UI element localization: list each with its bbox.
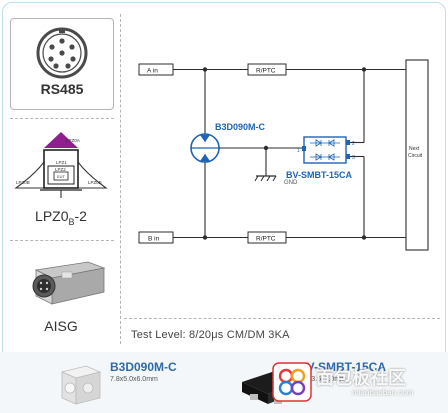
next-circuit-block [405,59,429,251]
tvs-part-label: BV-SMBT-15CA [286,170,353,180]
aisg-card: AISG [10,248,112,340]
parts-strip: B3D090M-C 7.8x5.0x6.0mm BV-SMBT-15CA 5.4… [0,352,448,413]
lpz-card: LPZ0A LPZ0B LPZ1 LPZ2 EUT LPZ0B LPZ0B LP… [10,122,112,232]
tvs-pin-1: 1 [297,148,300,154]
tvs-diode-array [303,136,347,164]
tvs-part-name: BV-SMBT-15CA [298,360,387,374]
lpz-title-sub: B [68,216,75,227]
protection-circuit: A in R/PTC B in R/PTC B3D090M-C GND [138,59,429,251]
lpz-title-base: LPZ0 [35,208,69,224]
b-in-label: B in [148,236,160,243]
card-divider [10,118,114,119]
lpz0b-left-label: LPZ0B [16,180,30,185]
r-ptc-bottom-label: R/PTC [256,236,276,243]
r-ptc-top-label: R/PTC [256,68,276,75]
test-level-divider-top [124,318,440,319]
gdt-part-label: B3D090M-C [215,122,266,132]
gas-discharge-tube [190,133,220,163]
lpz2-label: LPZ2 [55,167,66,172]
watermark-url: mianbaoban.com [352,388,414,397]
a-in-label: A in [147,68,158,75]
tvs-pin-2: 2 [352,141,355,147]
lpz0b-right-label: LPZ0B [88,180,102,185]
rs485-title: RS485 [40,81,84,97]
lightning-zone-diagram-icon: LPZ0A LPZ0B LPZ1 LPZ2 EUT LPZ0B LPZ0B [14,132,108,198]
watermark-logo [272,362,312,402]
lpz-title-suffix: -2 [74,208,87,224]
lpz0b-top-label: LPZ0B [54,153,68,158]
circular-connector-icon [36,27,88,79]
gdt-package-image [60,365,102,405]
eut-label: EUT [57,174,66,179]
lpz0a-label: LPZ0A [66,138,80,143]
ground-symbol [254,175,277,182]
gnd-label: GND [284,180,298,186]
tvs-pin-3: 3 [352,155,355,161]
lpz-title: LPZ0B-2 [10,208,112,227]
test-level-text: Test Level: 8/20μs CM/DM 3KA [131,329,290,341]
gdt-part-name: B3D090M-C [110,360,177,374]
next-circuit-label-line1: Next [409,146,420,152]
aisg-connector-icon [32,261,106,305]
aisg-title: AISG [44,318,78,334]
lpz1-label: LPZ1 [56,160,67,165]
gdt-part-dims: 7.8x5.0x6.0mm [110,376,158,383]
card-divider [10,240,114,241]
tvs-part-dims: 5.4x3.6x2.0mm [298,376,346,383]
panel-divider [120,14,121,344]
next-circuit-label-line2: Circuit [408,153,423,159]
rs485-card: RS485 [10,18,114,110]
watermark-text: 面包板社区 [316,368,406,388]
